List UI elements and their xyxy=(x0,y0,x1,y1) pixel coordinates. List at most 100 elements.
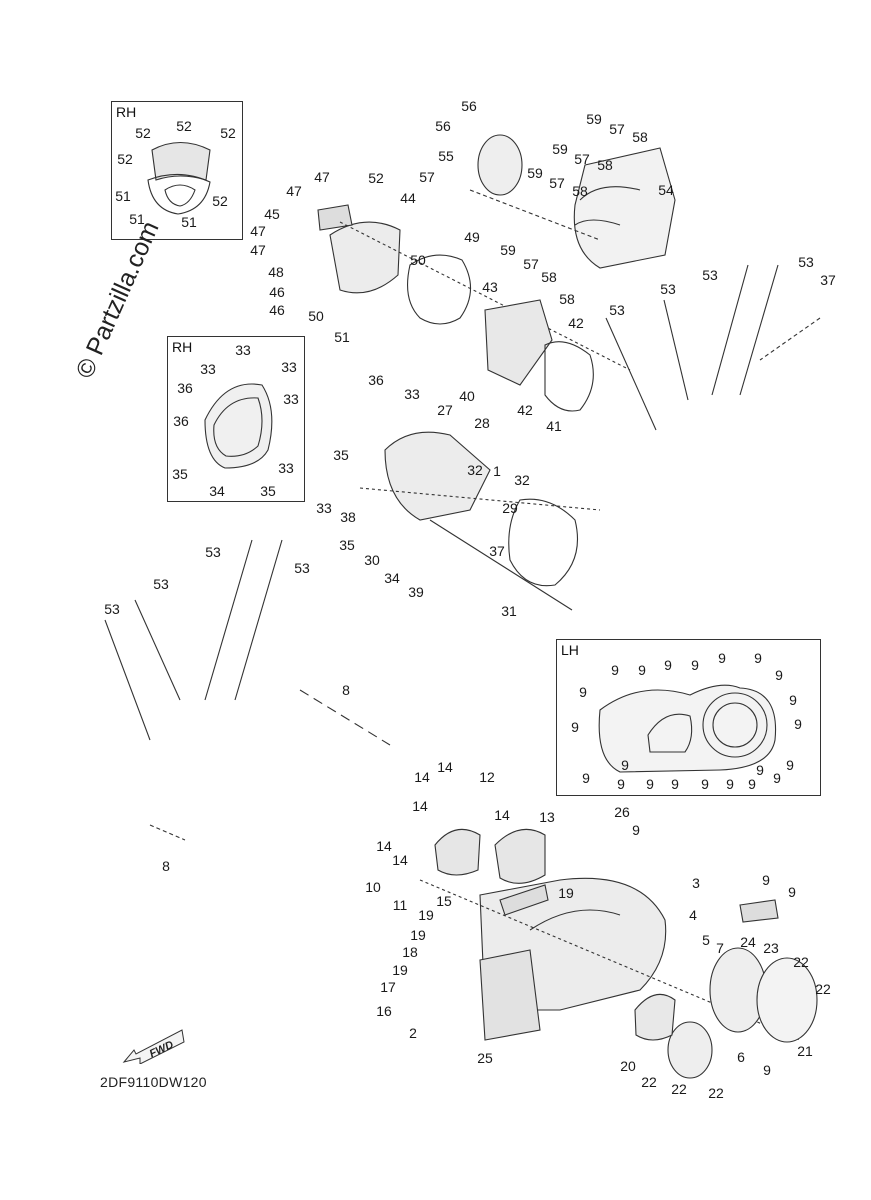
lh-small-covers xyxy=(634,899,818,1079)
callout-number: 49 xyxy=(464,229,480,245)
callout-number: 25 xyxy=(477,1050,493,1066)
callout-number: 12 xyxy=(479,769,495,785)
callout-number: 21 xyxy=(797,1043,813,1059)
callout-number: 14 xyxy=(376,838,392,854)
callout-number: 59 xyxy=(552,141,568,157)
callout-number: 42 xyxy=(517,402,533,418)
callout-number: 19 xyxy=(392,962,408,978)
callout-number: 51 xyxy=(115,188,131,204)
callout-number: 47 xyxy=(250,242,266,258)
callout-number: 39 xyxy=(408,584,424,600)
callout-number: 9 xyxy=(762,872,770,888)
callout-number: 9 xyxy=(571,719,579,735)
callout-number: 8 xyxy=(342,682,350,698)
callout-number: 46 xyxy=(269,302,285,318)
callout-number: 57 xyxy=(419,169,435,185)
callout-number: 9 xyxy=(794,716,802,732)
callout-number: 5 xyxy=(702,932,710,948)
callout-number: 53 xyxy=(609,302,625,318)
callout-number: 9 xyxy=(718,650,726,666)
crankcase-cover-left xyxy=(419,828,801,1041)
callout-number: 53 xyxy=(153,576,169,592)
callout-number: 9 xyxy=(621,757,629,773)
callout-number: 58 xyxy=(632,129,648,145)
callout-number: 30 xyxy=(364,552,380,568)
middle-cover-assembly xyxy=(484,299,594,412)
callout-number: 27 xyxy=(437,402,453,418)
callout-number: 19 xyxy=(558,885,574,901)
callout-number: 9 xyxy=(701,776,709,792)
callout-number: 9 xyxy=(773,770,781,786)
callout-number: 56 xyxy=(461,98,477,114)
callout-number: 9 xyxy=(664,657,672,673)
callout-number: 52 xyxy=(212,193,228,209)
callout-number: 33 xyxy=(281,359,297,375)
callout-number: 9 xyxy=(789,692,797,708)
callout-number: 9 xyxy=(775,667,783,683)
crankcase-cover-upper xyxy=(317,204,631,371)
callout-number: 14 xyxy=(392,852,408,868)
callout-number: 52 xyxy=(135,125,151,141)
callout-number: 37 xyxy=(489,543,505,559)
callout-number: 35 xyxy=(172,466,188,482)
callout-number: 32 xyxy=(467,462,483,478)
callout-number: 32 xyxy=(514,472,530,488)
callout-number: 53 xyxy=(294,560,310,576)
callout-number: 9 xyxy=(726,776,734,792)
callout-number: 48 xyxy=(268,264,284,280)
rh-top-inset: RH xyxy=(111,101,243,240)
rh-top-inset-part xyxy=(147,141,211,215)
callout-number: 9 xyxy=(788,884,796,900)
callout-number: 9 xyxy=(763,1062,771,1078)
callout-number: 34 xyxy=(384,570,400,586)
callout-number: 19 xyxy=(410,927,426,943)
callout-number: 26 xyxy=(614,804,630,820)
callout-number: 9 xyxy=(582,770,590,786)
callout-number: 33 xyxy=(404,386,420,402)
callout-number: 28 xyxy=(474,415,490,431)
inset-title: LH xyxy=(561,642,579,658)
diagram-code: 2DF9110DW120 xyxy=(100,1074,207,1090)
callout-number: 10 xyxy=(365,879,381,895)
callout-number: 20 xyxy=(620,1058,636,1074)
stator-cover-group xyxy=(469,134,676,269)
lh-inset: LH xyxy=(556,639,821,796)
callout-number: 33 xyxy=(278,460,294,476)
callout-number: 22 xyxy=(708,1085,724,1101)
callout-number: 6 xyxy=(737,1049,745,1065)
callout-number: 57 xyxy=(549,175,565,191)
callout-number: 34 xyxy=(209,483,225,499)
callout-number: 1 xyxy=(493,463,501,479)
callout-number: 9 xyxy=(632,822,640,838)
callout-number: 53 xyxy=(205,544,221,560)
callout-number: 7 xyxy=(716,940,724,956)
callout-number: 57 xyxy=(574,151,590,167)
callout-number: 9 xyxy=(646,776,654,792)
callout-number: 57 xyxy=(523,256,539,272)
callout-number: 50 xyxy=(308,308,324,324)
callout-number: 9 xyxy=(748,776,756,792)
callout-number: 43 xyxy=(482,279,498,295)
callout-number: 55 xyxy=(438,148,454,164)
callout-number: 22 xyxy=(793,954,809,970)
callout-number: 24 xyxy=(740,934,756,950)
callout-number: 56 xyxy=(435,118,451,134)
callout-number: 9 xyxy=(786,757,794,773)
callout-number: 47 xyxy=(250,223,266,239)
callout-number: 52 xyxy=(117,151,133,167)
callout-number: 52 xyxy=(368,170,384,186)
callout-number: 52 xyxy=(176,118,192,134)
callout-number: 53 xyxy=(798,254,814,270)
callout-number: 31 xyxy=(501,603,517,619)
callout-number: 45 xyxy=(264,206,280,222)
callout-number: 36 xyxy=(177,380,193,396)
callout-number: 9 xyxy=(617,776,625,792)
callout-number: 33 xyxy=(200,361,216,377)
crankcase-cover-middle xyxy=(359,431,601,611)
callout-number: 53 xyxy=(660,281,676,297)
callout-number: 29 xyxy=(502,500,518,516)
callout-number: 9 xyxy=(611,662,619,678)
callout-number: 59 xyxy=(500,242,516,258)
callout-number: 3 xyxy=(692,875,700,891)
callout-number: 9 xyxy=(754,650,762,666)
